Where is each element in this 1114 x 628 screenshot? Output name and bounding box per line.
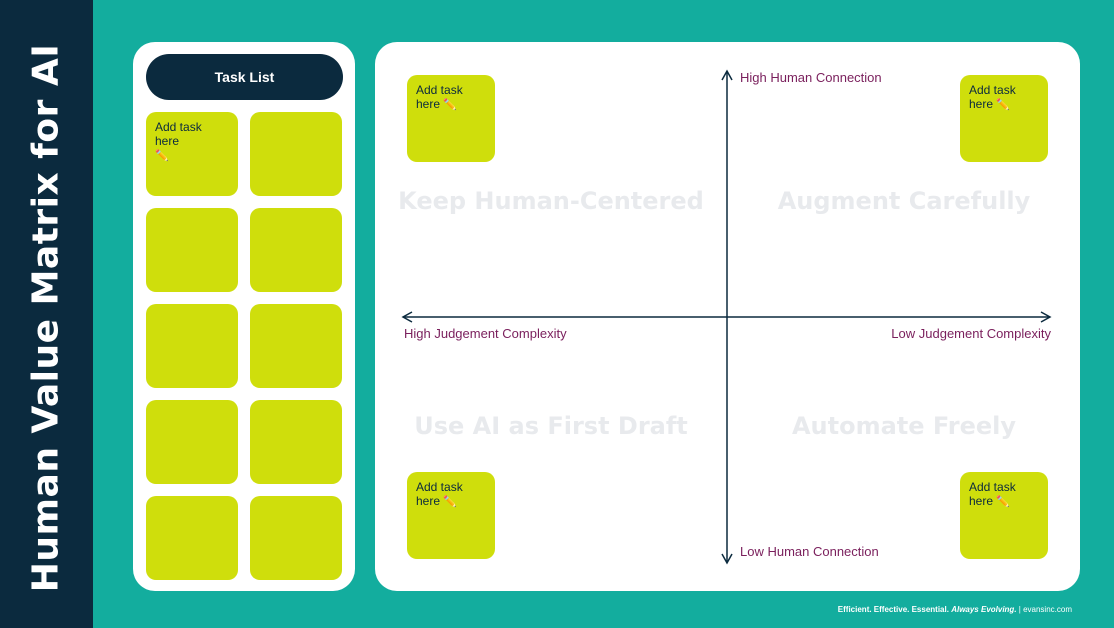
quadrant-label-top-left: Keep Human-Centered <box>398 187 704 215</box>
quadrant-label-bottom-right: Automate Freely <box>791 412 1017 440</box>
task-list-panel: Task List Add task here ✏️ <box>133 42 355 591</box>
corner-note-text: Add task here <box>416 83 463 111</box>
pencil-icon: ✏️ <box>155 150 169 162</box>
axis-label-bottom: Low Human Connection <box>740 544 879 559</box>
arrow-left-icon <box>401 311 413 323</box>
axis-label-right: Low Judgement Complexity <box>891 326 1051 341</box>
task-note[interactable] <box>250 400 342 484</box>
quadrant-label-top-right: Augment Carefully <box>777 187 1031 215</box>
task-note[interactable] <box>146 496 238 580</box>
task-note[interactable] <box>250 304 342 388</box>
task-note[interactable] <box>250 208 342 292</box>
axis-label-left: High Judgement Complexity <box>404 326 567 341</box>
footer-tagline-evolving: Always Evolving. <box>951 605 1017 614</box>
task-note[interactable] <box>250 496 342 580</box>
task-note-text: Add task here <box>155 120 202 148</box>
matrix-panel: High Human Connection Low Human Connecti… <box>375 42 1080 591</box>
footer-website: | evansinc.com <box>1018 605 1072 614</box>
page-title: Human Value Matrix for AI <box>25 43 67 593</box>
corner-note-bottom-right[interactable]: Add task here ✏️ <box>960 472 1048 559</box>
corner-note-bottom-left[interactable]: Add task here ✏️ <box>407 472 495 559</box>
pencil-icon: ✏️ <box>443 496 458 508</box>
task-note-grid: Add task here ✏️ <box>146 112 342 580</box>
task-note[interactable]: Add task here ✏️ <box>146 112 238 196</box>
axis-label-top: High Human Connection <box>740 70 882 85</box>
matrix-axes <box>401 69 1052 565</box>
task-list-header: Task List <box>146 54 343 100</box>
corner-note-top-left[interactable]: Add task here ✏️ <box>407 75 495 162</box>
pencil-icon: ✏️ <box>443 99 458 111</box>
corner-note-top-right[interactable]: Add task here ✏️ <box>960 75 1048 162</box>
corner-note-text: Add task here <box>969 480 1016 508</box>
footer-tagline-main: Efficient. Effective. Essential. <box>837 605 949 614</box>
task-note[interactable] <box>250 112 342 196</box>
arrow-down-icon <box>721 553 733 565</box>
side-band: Human Value Matrix for AI <box>0 0 93 628</box>
arrow-up-icon <box>721 69 733 81</box>
pencil-icon: ✏️ <box>996 99 1011 111</box>
arrow-right-icon <box>1040 311 1052 323</box>
footer-tagline: Efficient. Effective. Essential. Always … <box>838 605 1072 614</box>
task-note[interactable] <box>146 208 238 292</box>
task-note[interactable] <box>146 304 238 388</box>
corner-note-text: Add task here <box>969 83 1016 111</box>
quadrant-label-bottom-left: Use AI as First Draft <box>414 412 688 440</box>
task-note[interactable] <box>146 400 238 484</box>
corner-note-text: Add task here <box>416 480 463 508</box>
pencil-icon: ✏️ <box>996 496 1011 508</box>
